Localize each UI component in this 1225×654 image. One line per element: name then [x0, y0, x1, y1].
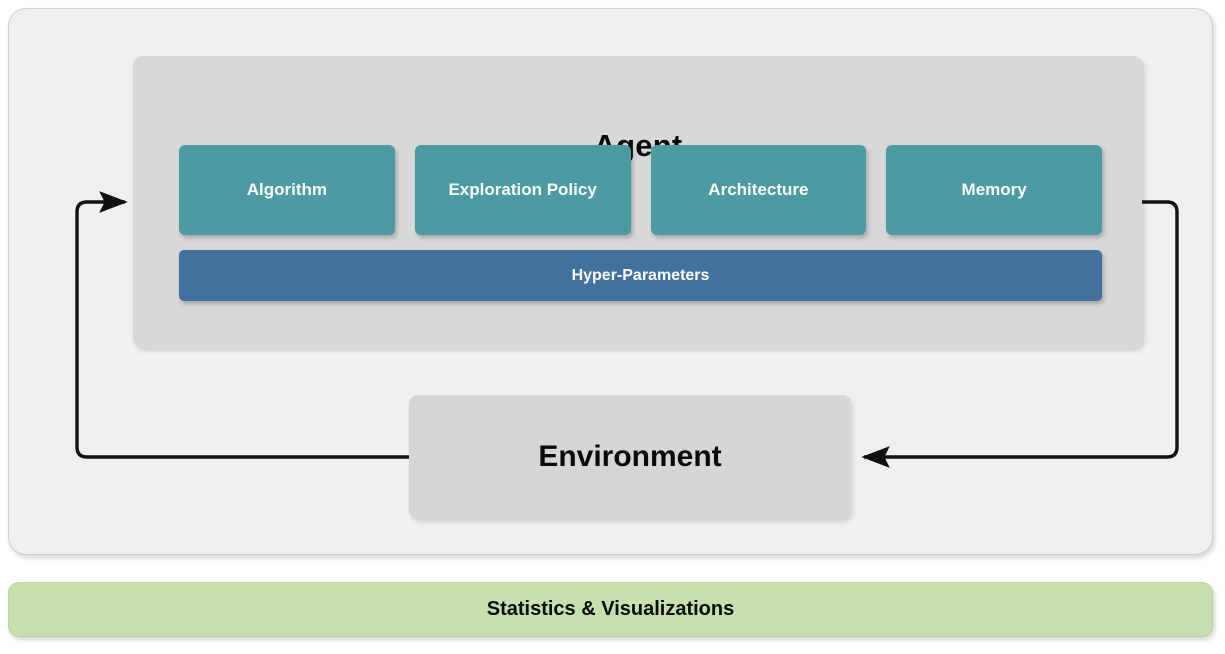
- statistics-visualizations-label: Statistics & Visualizations: [486, 598, 735, 620]
- hyper-parameters-bar[interactable]: Hyper-Parameters: [179, 250, 1102, 301]
- agent-component-memory[interactable]: Memory: [886, 145, 1102, 235]
- agent-panel: Agent Algorithm Exploration Policy Archi…: [133, 56, 1143, 348]
- environment-box[interactable]: Environment: [409, 395, 851, 519]
- agent-component-exploration-policy[interactable]: Exploration Policy: [414, 145, 631, 235]
- agent-component-algorithm[interactable]: Algorithm: [179, 145, 395, 235]
- statistics-visualizations-banner[interactable]: Statistics & Visualizations: [8, 582, 1213, 637]
- rl-loop-container: Agent Algorithm Exploration Policy Archi…: [8, 8, 1213, 555]
- agent-component-row: Algorithm Exploration Policy Architectur…: [179, 145, 1102, 235]
- environment-label: Environment: [538, 440, 722, 473]
- agent-component-architecture[interactable]: Architecture: [650, 145, 867, 235]
